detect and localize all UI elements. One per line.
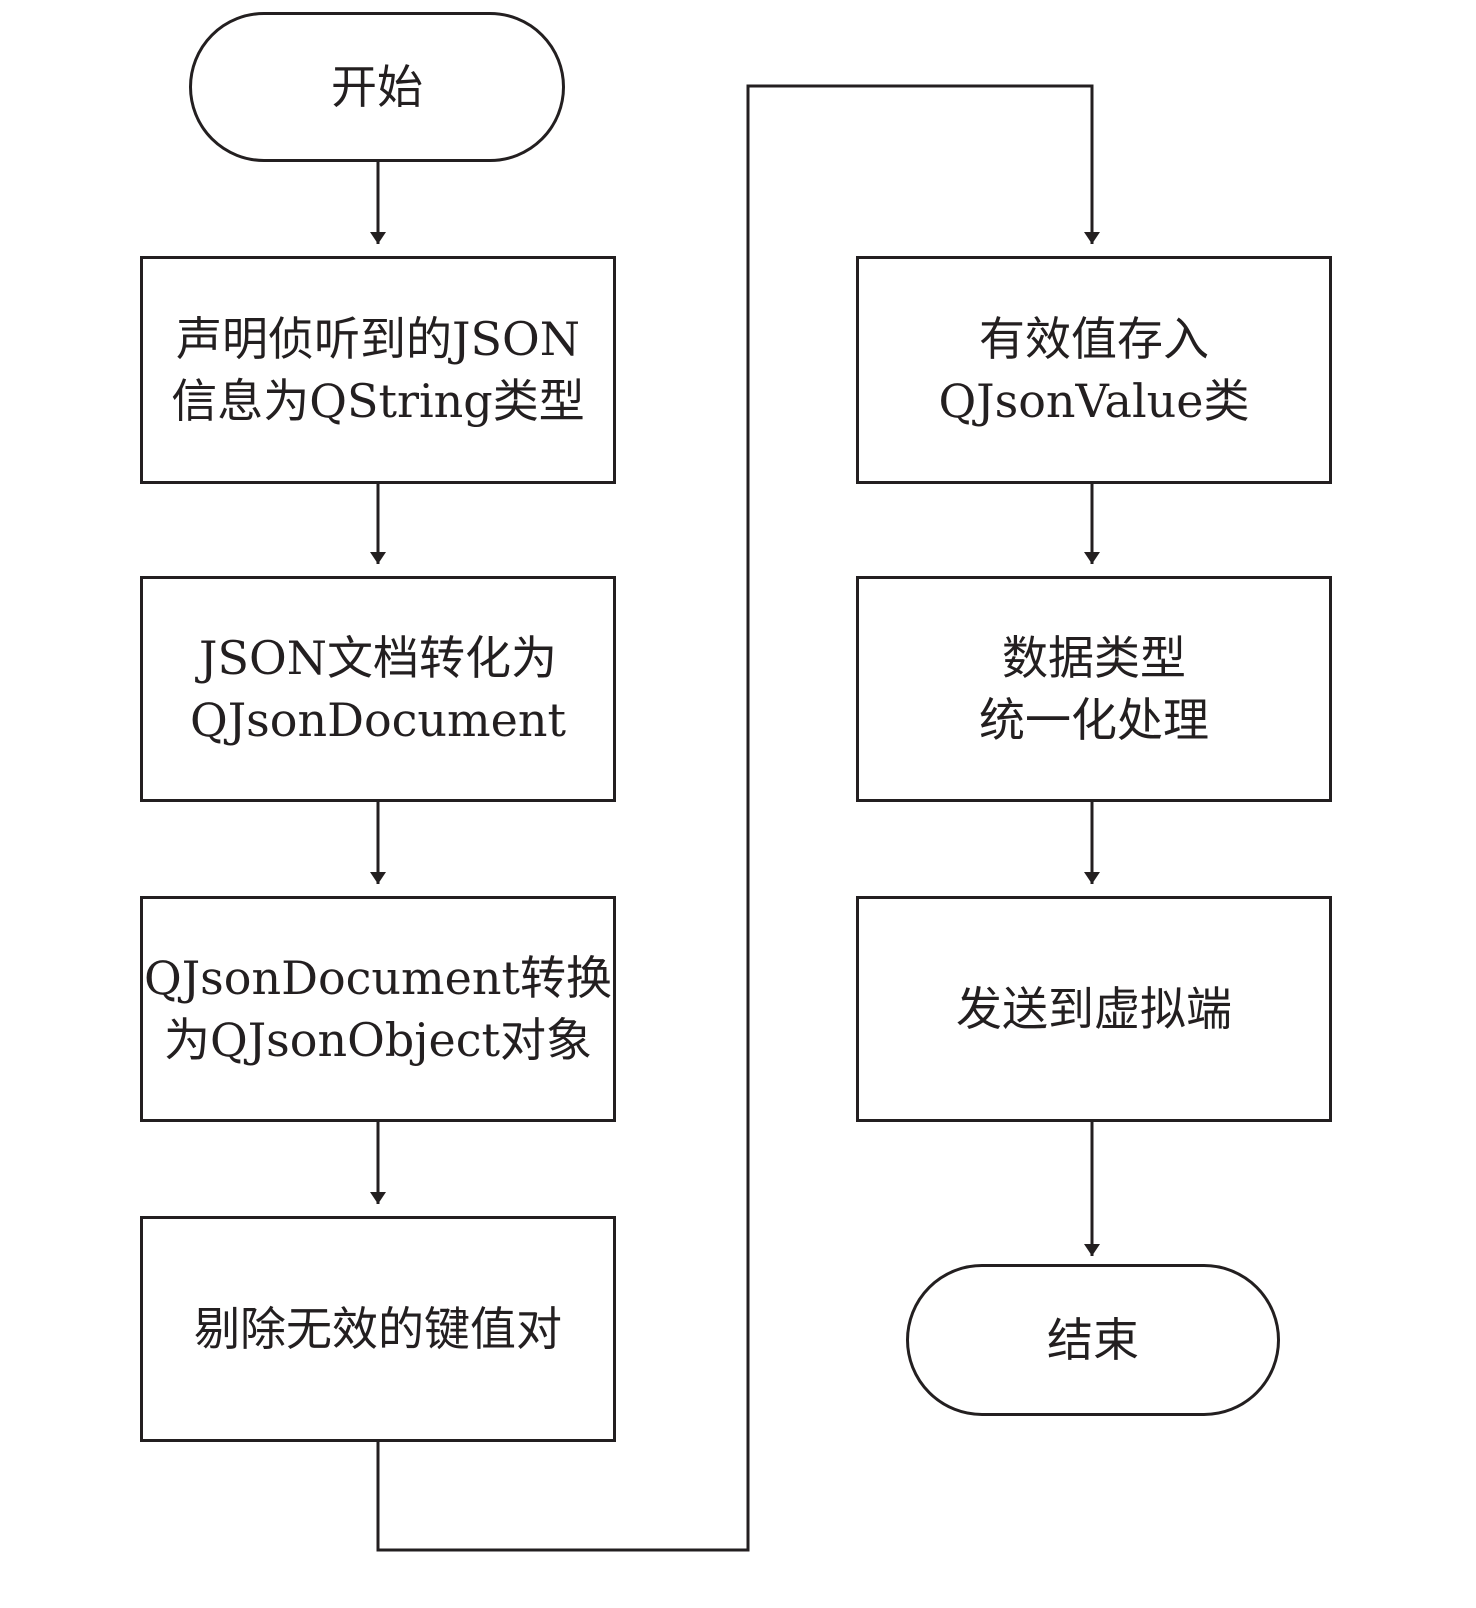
start-label: 开始 (331, 60, 423, 114)
step-label-line: 数据类型 (1002, 631, 1186, 685)
step-label-line: JSON文档转化为 (199, 631, 557, 685)
step-label-line: 统一化处理 (979, 693, 1209, 747)
end-terminal: 结束 (906, 1264, 1280, 1416)
start-terminal: 开始 (189, 12, 565, 162)
step-label-line: 有效值存入 (979, 312, 1209, 366)
step-unify-data-types: 数据类型 统一化处理 (856, 576, 1332, 802)
step-remove-invalid-pairs: 剔除无效的键值对 (140, 1216, 616, 1442)
step-label-line: 剔除无效的键值对 (194, 1302, 562, 1356)
step-label-line: 为QJsonObject对象 (164, 1013, 592, 1067)
step-declare-json-qstring: 声明侦听到的JSON 信息为QString类型 (140, 256, 616, 484)
step-label-line: 信息为QString类型 (171, 374, 585, 428)
step-label-line: QJsonValue类 (938, 374, 1250, 428)
step-label-line: QJsonDocument转换 (144, 951, 612, 1005)
step-send-to-virtual-end: 发送到虚拟端 (856, 896, 1332, 1122)
step-label-line: QJsonDocument (190, 693, 566, 747)
step-store-qjsonvalue: 有效值存入 QJsonValue类 (856, 256, 1332, 484)
step-json-to-qjsondocument: JSON文档转化为 QJsonDocument (140, 576, 616, 802)
step-label-line: 声明侦听到的JSON (176, 312, 580, 366)
end-label: 结束 (1047, 1313, 1139, 1367)
step-label-line: 发送到虚拟端 (956, 982, 1232, 1036)
step-qjsondocument-to-qjsonobject: QJsonDocument转换 为QJsonObject对象 (140, 896, 616, 1122)
arrow-step4-to-step5 (376, 84, 1100, 1552)
